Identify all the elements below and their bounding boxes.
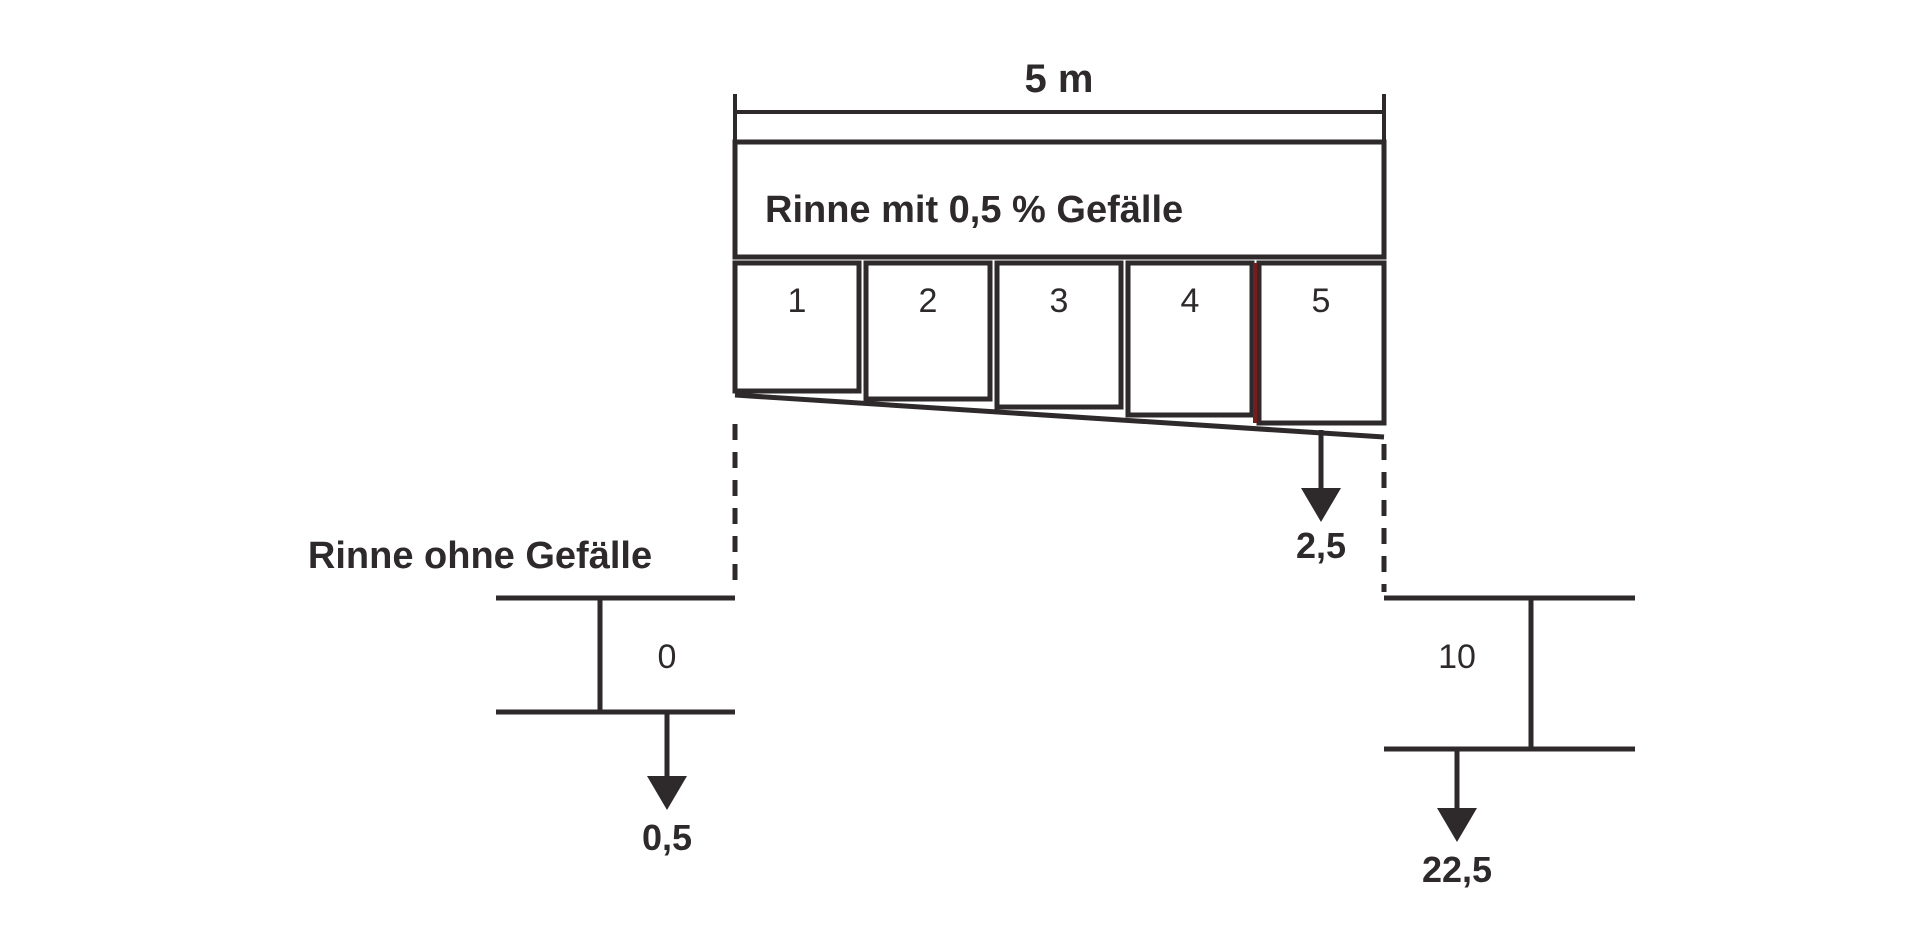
dimension-5m: 5 m <box>733 57 1386 142</box>
left-outlet-value: 0,5 <box>642 817 692 858</box>
element-number-2: 2 <box>919 282 938 320</box>
channel-element-2 <box>863 260 993 402</box>
title-box-border <box>732 139 1387 260</box>
channel-element-1 <box>732 260 862 394</box>
sloped-channel-elements: 1 2 3 4 5 <box>732 260 1387 440</box>
flat-channel-title: Rinne ohne Gefälle <box>308 535 652 577</box>
element-number-5: 5 <box>1312 282 1331 320</box>
sloped-outlet-value: 2,5 <box>1296 525 1346 566</box>
projection-lines <box>732 424 1387 592</box>
right-channel-number: 10 <box>1438 638 1476 676</box>
channel-element-3 <box>994 260 1124 410</box>
element-number-4: 4 <box>1181 282 1200 320</box>
channel-element-5 <box>1256 260 1387 426</box>
flat-channel-left: 0 0,5 <box>496 595 735 858</box>
left-channel-number: 0 <box>658 638 677 676</box>
sloped-outlet-arrow-head <box>1301 488 1341 522</box>
element-number-3: 3 <box>1050 282 1069 320</box>
sloped-channel-title: Rinne mit 0,5 % Gefälle <box>765 189 1183 231</box>
sloped-channel-title-box: Rinne mit 0,5 % Gefälle <box>732 139 1387 260</box>
flat-channel-right: 10 22,5 <box>1384 595 1635 890</box>
element-number-1: 1 <box>788 282 807 320</box>
dimension-label: 5 m <box>1025 57 1094 101</box>
right-outlet-arrow-head <box>1437 808 1477 842</box>
channel-element-4 <box>1125 260 1255 418</box>
sloped-outlet: 2,5 <box>1296 430 1346 566</box>
slope-invert-line <box>734 392 1385 440</box>
right-outlet-value: 22,5 <box>1422 849 1492 890</box>
left-outlet-arrow-head <box>647 776 687 810</box>
